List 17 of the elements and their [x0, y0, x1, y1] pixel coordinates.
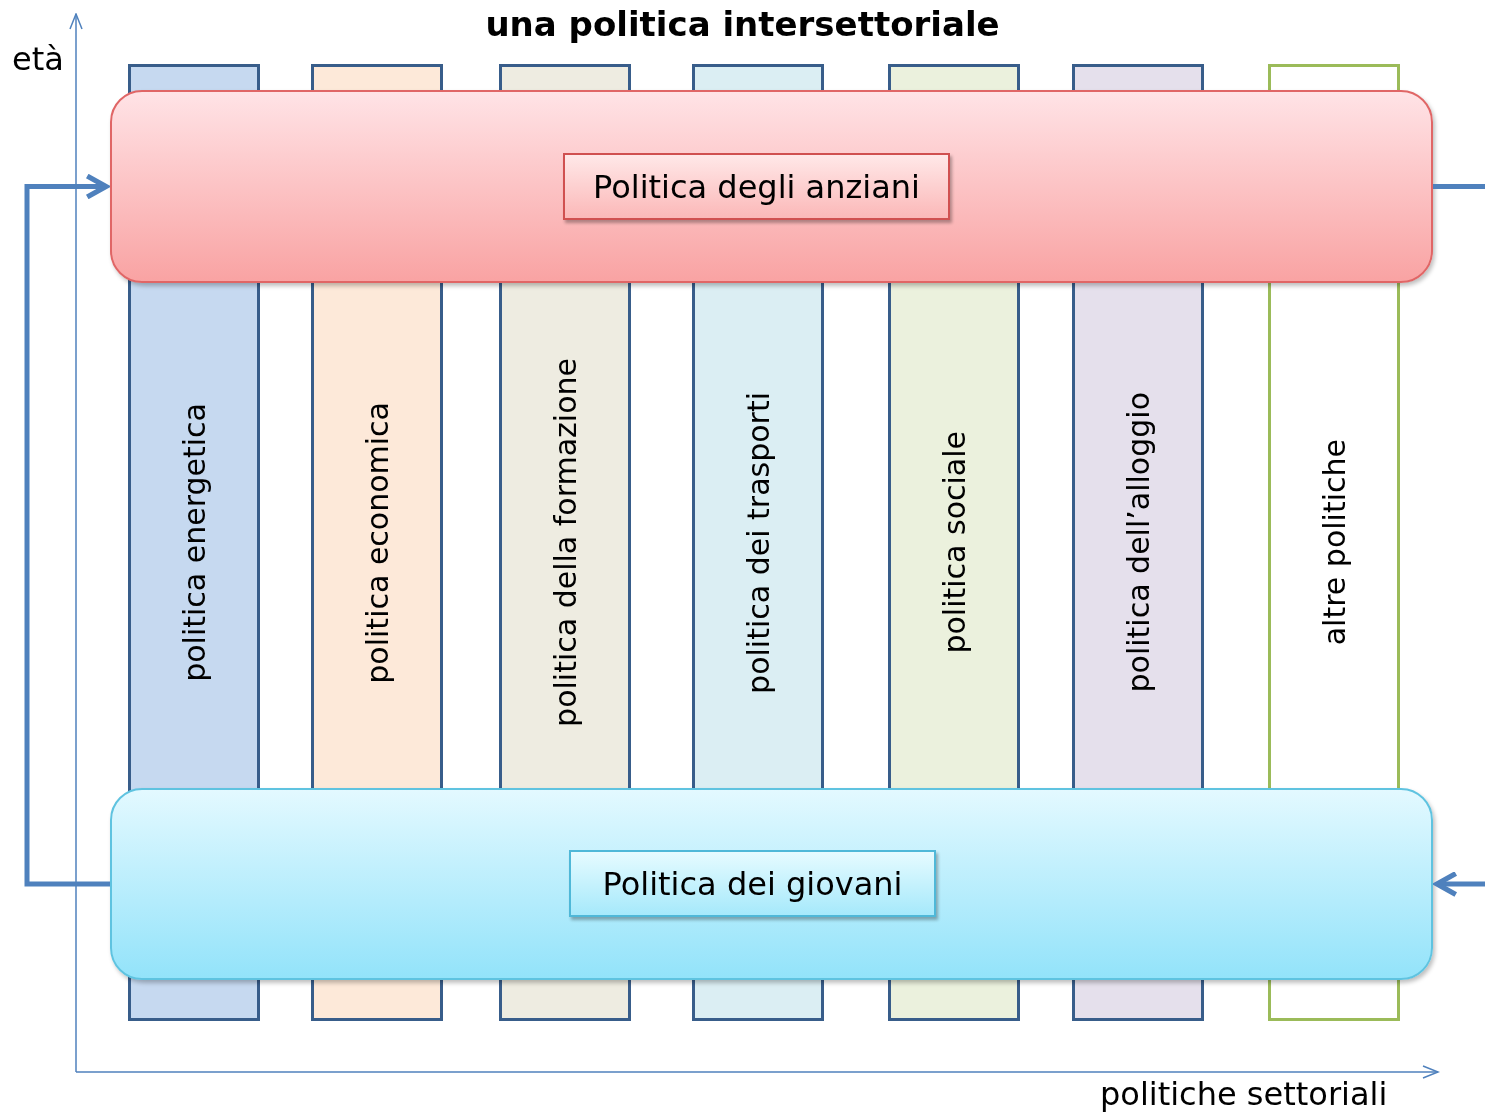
connector-line: [1433, 184, 1485, 189]
bar-label: politica della formazione: [547, 358, 583, 727]
bar-label: politica economica: [359, 401, 395, 684]
bar-label: politica sociale: [936, 431, 972, 654]
bar-label: politica dei trasporti: [740, 391, 776, 694]
arrow: [1434, 871, 1485, 897]
bar-label: politica dell’alloggio: [1120, 392, 1156, 693]
title-plate: Politica dei giovani: [569, 850, 936, 917]
diagram-title: una politica intersettoriale: [484, 4, 1001, 44]
axis-label: età: [12, 40, 64, 78]
bar-label: politica energetica: [176, 403, 212, 682]
age-band: [110, 788, 1433, 980]
bar-label: altre politiche: [1316, 439, 1352, 646]
arrow: [24, 173, 110, 887]
age-band: [110, 90, 1433, 283]
title-plate: Politica degli anziani: [563, 153, 950, 220]
axis-label: politiche settoriali: [1100, 1075, 1388, 1113]
